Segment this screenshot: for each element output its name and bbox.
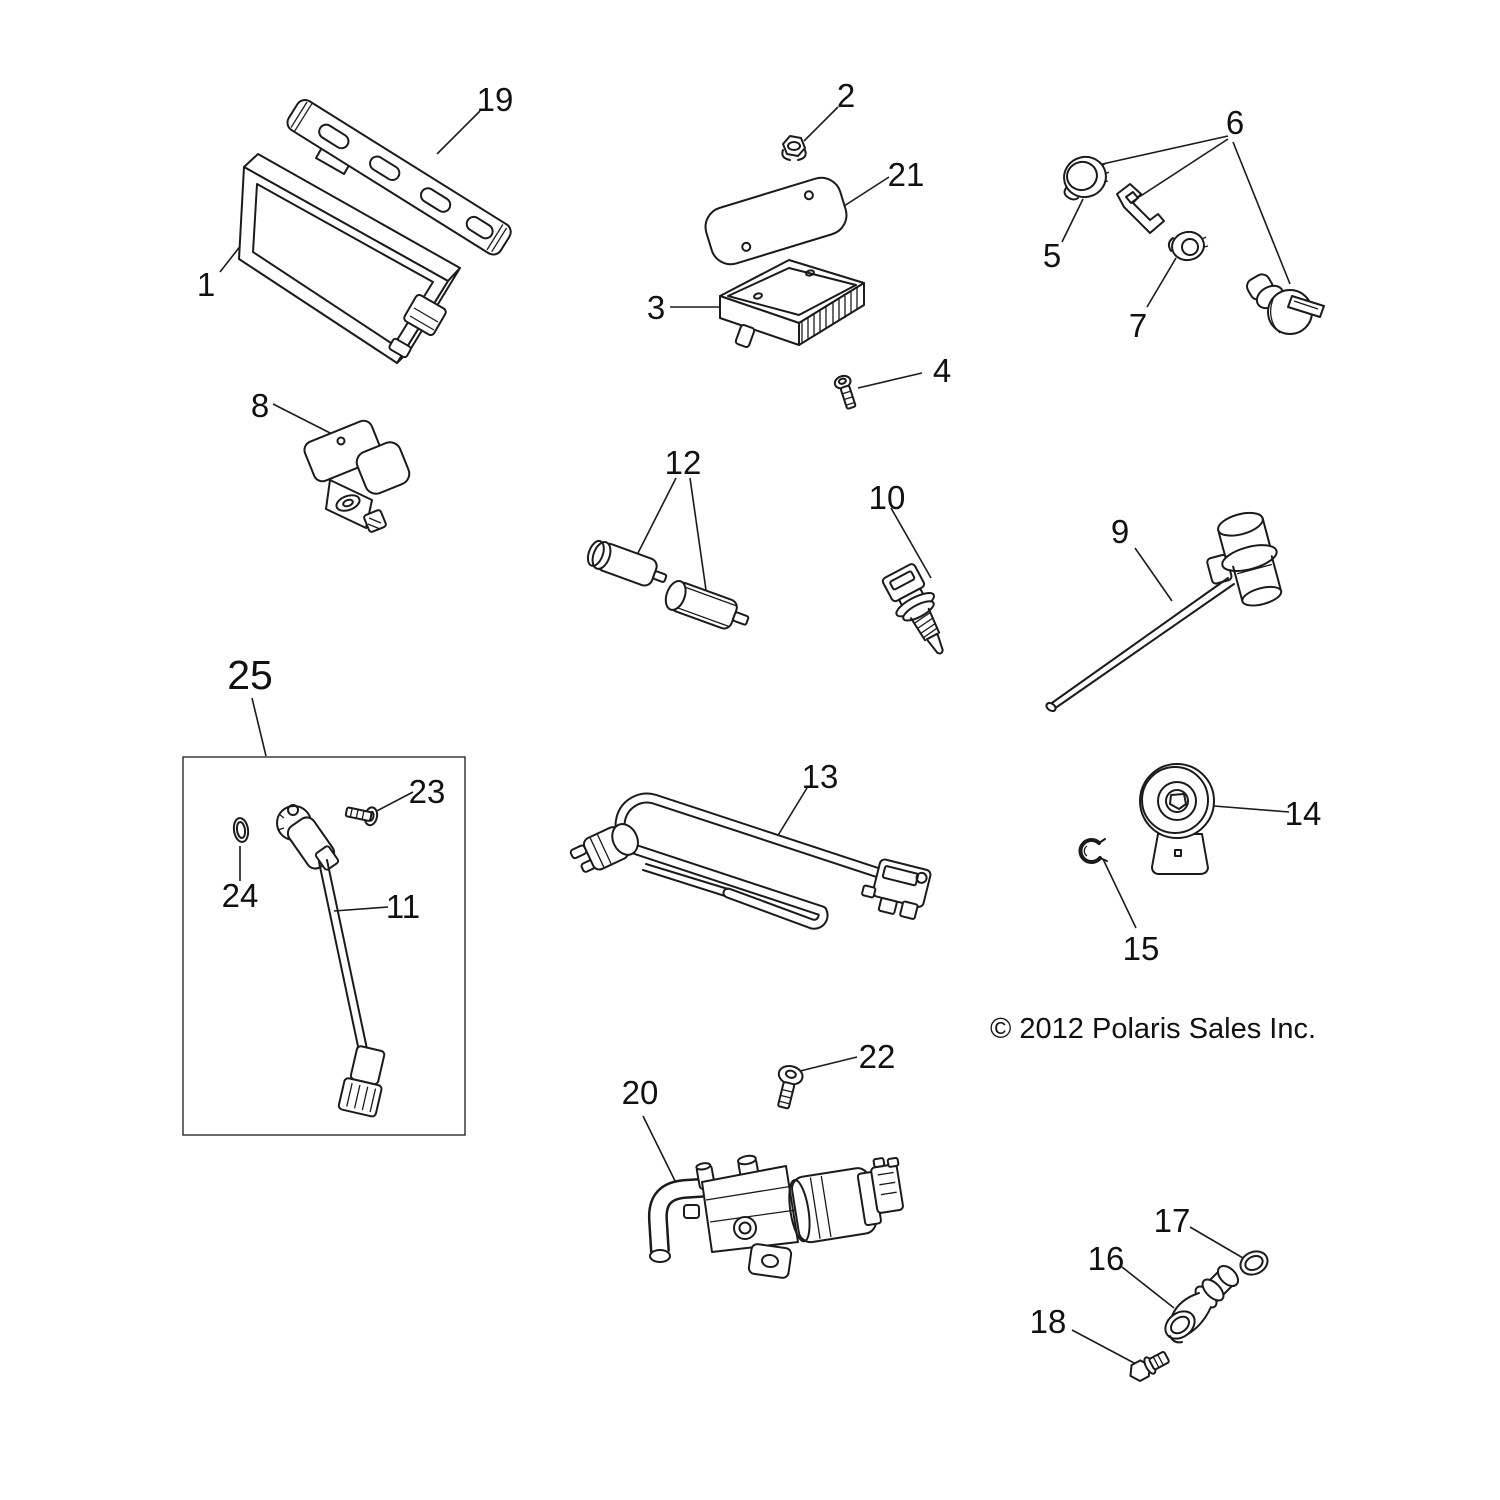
cylinder-caps-drawing [586, 539, 750, 630]
part-label-7: 7 [1129, 307, 1147, 344]
crankshaft-position-sensor-drawing [276, 804, 386, 1118]
part-label-1: 1 [197, 266, 215, 303]
part-label-15: 15 [1123, 930, 1160, 967]
sensor-o-ring-drawing [232, 817, 250, 843]
part-label-18: 18 [1030, 1303, 1067, 1340]
part-label-4: 4 [933, 352, 951, 389]
o-ring-small-drawing [1239, 1250, 1269, 1276]
part-label-14: 14 [1285, 795, 1322, 832]
sensor-kit-box [182, 756, 466, 1136]
heater-element-drawing [569, 792, 932, 930]
part-label-21: 21 [888, 156, 925, 193]
part-label-23: 23 [409, 773, 446, 810]
part-label-6: 6 [1226, 104, 1244, 141]
solenoid-valve-assembly-drawing [647, 1154, 904, 1279]
part-label-24: 24 [222, 877, 259, 914]
part-label-2: 2 [837, 77, 855, 114]
speed-sensor-drawing [1045, 511, 1283, 713]
voltage-regulator-drawing [719, 259, 865, 348]
part-label-3: 3 [647, 289, 665, 326]
part-label-10: 10 [869, 479, 906, 516]
temperature-sensor-drawing [881, 563, 944, 655]
part-label-8: 8 [251, 387, 269, 424]
part-label-22: 22 [859, 1038, 896, 1075]
part-label-12: 12 [665, 444, 702, 481]
ecu-control-module-drawing [238, 143, 461, 364]
part-label-17: 17 [1154, 1202, 1191, 1239]
part-label-11: 11 [386, 888, 420, 925]
screw-4-drawing [833, 374, 857, 410]
part-label-13: 13 [802, 758, 839, 795]
mounting-bracket-drawing [286, 99, 512, 256]
e-clip-drawing [1078, 838, 1108, 865]
elbow-fitting-drawing [1164, 1264, 1240, 1344]
fastener-plug-drawing [1246, 273, 1325, 335]
fastener-tab-drawing [1116, 183, 1165, 234]
leader-lines [219, 106, 1291, 1365]
sensor-screw-drawing [344, 806, 379, 827]
part-label-9: 9 [1111, 513, 1129, 550]
part-label-20: 20 [622, 1074, 659, 1111]
knock-sensor-drawing [1139, 763, 1215, 875]
grommet-ring-drawing [1167, 230, 1209, 262]
torx-screw-drawing [777, 1065, 804, 1110]
flange-nut-drawing [781, 135, 807, 161]
copyright-notice: © 2012 Polaris Sales Inc. [990, 1013, 1316, 1045]
part-label-16: 16 [1088, 1240, 1125, 1277]
part-label-5: 5 [1043, 237, 1061, 274]
part-label-25: 25 [227, 652, 273, 698]
map-sensor-drawing [303, 419, 411, 533]
rubber-cap-drawing [1063, 155, 1110, 201]
gasket-plate-drawing [704, 176, 848, 266]
part-label-19: 19 [477, 81, 514, 118]
flange-bolt-drawing [1129, 1351, 1170, 1382]
